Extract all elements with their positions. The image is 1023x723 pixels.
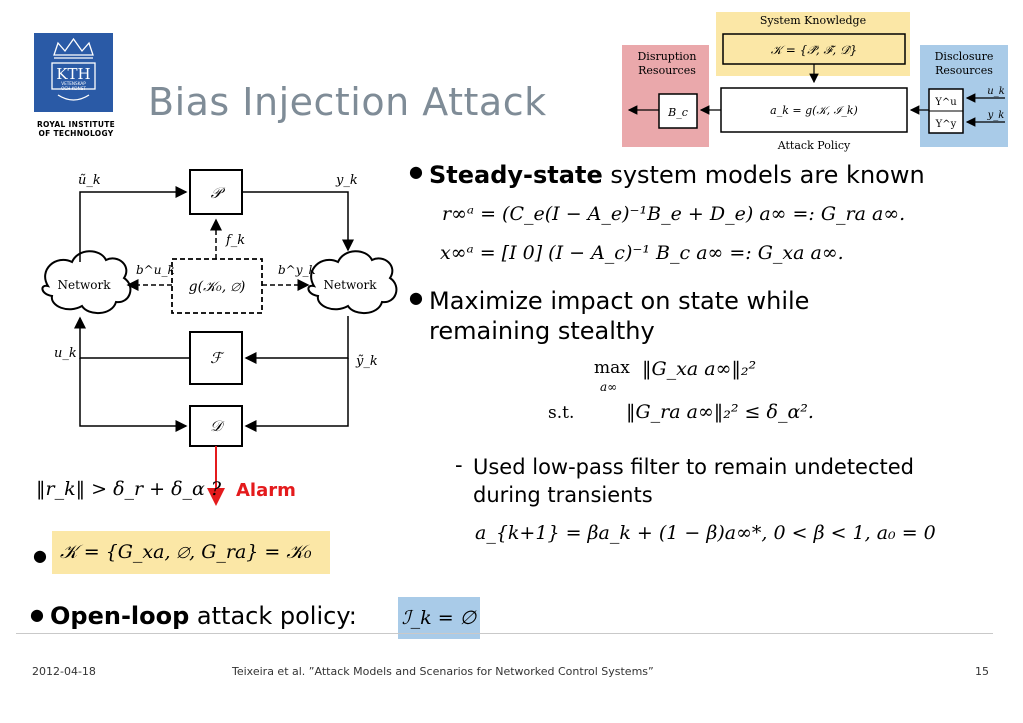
upsilon-y: Υ^y bbox=[935, 119, 957, 130]
sub-bullet-text: Used low-pass filter to remain undetecte… bbox=[473, 453, 914, 509]
y-tilde-label: ỹ_k bbox=[355, 354, 378, 369]
attack-policy-box bbox=[720, 87, 908, 133]
b-u-label: b^u_k bbox=[136, 263, 175, 277]
knowledge-set-highlight: 𝒦 = {G_xa, ∅, G_ra} = 𝒦₀ bbox=[52, 531, 330, 574]
logo-caption: ROYAL INSTITUTE OF TECHNOLOGY bbox=[26, 120, 126, 138]
bullet-maximize: ● bbox=[409, 288, 423, 307]
opt-objective: ‖G_xa a∞‖₂² bbox=[642, 358, 757, 380]
sub-line1: Used low-pass filter to remain undetecte… bbox=[473, 455, 914, 479]
maximize-line2: remaining stealthy bbox=[429, 317, 655, 345]
attack-policy-label: Attack Policy bbox=[777, 139, 851, 152]
svg-text:OCH KONST: OCH KONST bbox=[61, 86, 86, 91]
system-knowledge-region bbox=[716, 12, 910, 76]
maximize-line1: Maximize impact on state while bbox=[429, 287, 810, 315]
disruption-block bbox=[658, 93, 698, 129]
attack-block bbox=[171, 258, 263, 314]
equation-x-inf: x∞ᵃ = [I 0] (I − A_c)⁻¹ B_c a∞ =: G_xa a… bbox=[440, 242, 844, 264]
svg-text:KTH: KTH bbox=[56, 65, 90, 83]
slide-title: Bias Injection Attack bbox=[148, 80, 547, 124]
svg-text:VETENSKAP: VETENSKAP bbox=[61, 81, 86, 86]
opt-var: a∞ bbox=[600, 380, 618, 394]
footer-page-number: 15 bbox=[975, 665, 989, 678]
open-loop-bold: Open-loop bbox=[50, 602, 190, 630]
bullet-dot: ● bbox=[33, 546, 47, 565]
disruption-label-1: Disruption bbox=[637, 50, 696, 63]
disclosure-label-2: Resources bbox=[935, 64, 993, 77]
open-loop-rest: attack policy: bbox=[189, 602, 357, 630]
footer-citation: Teixeira et al. ”Attack Models and Scena… bbox=[232, 665, 654, 678]
bullet-open-loop-text: Open-loop attack policy: bbox=[50, 601, 357, 631]
y-k-label: y_k bbox=[335, 173, 358, 188]
logo-caption-line2: OF TECHNOLOGY bbox=[38, 129, 114, 138]
sub-line2: during transients bbox=[473, 483, 653, 507]
network-left-cloud bbox=[41, 250, 132, 314]
steady-state-bold: Steady-state bbox=[429, 161, 603, 189]
plant-block bbox=[189, 169, 243, 215]
bullet-knowledge-set: ● bbox=[33, 546, 47, 565]
bullet-maximize-text: Maximize impact on state while remaining… bbox=[429, 286, 809, 346]
bullet-dot: ● bbox=[409, 288, 423, 307]
detector-label: 𝒟 bbox=[210, 417, 225, 435]
b-y-label: b^y_k bbox=[278, 263, 316, 277]
bullet-steady-state: ● bbox=[409, 162, 423, 181]
network-left-label: Network bbox=[58, 278, 112, 292]
attack-model-diagram: System Knowledge 𝒦 = {𝒫̂, ℱ̂, 𝒟̂} a_k = … bbox=[622, 12, 1008, 152]
alarm-label: Alarm bbox=[236, 480, 296, 501]
footer-date: 2012-04-18 bbox=[32, 665, 96, 678]
closed-loop-diagram: 𝒫 ℱ 𝒟 g(𝒦₀, ∅) Network Network ũ_k y_k f… bbox=[41, 169, 398, 506]
kth-logo: KTH VETENSKAP OCH KONST bbox=[34, 33, 113, 112]
policy-equation: a_k = g(𝒦, ℐ_k) bbox=[770, 104, 858, 117]
network-right-label: Network bbox=[324, 278, 378, 292]
u-tilde-label: ũ_k bbox=[78, 173, 101, 188]
network-right-cloud bbox=[307, 250, 398, 314]
f-k-label: f_k bbox=[225, 233, 245, 248]
knowledge-set: 𝒦 = {𝒫̂, ℱ̂, 𝒟̂} bbox=[771, 43, 857, 57]
input-y: y_k bbox=[987, 110, 1005, 121]
logo-caption-line1: ROYAL INSTITUTE bbox=[36, 120, 116, 129]
crown-icon: KTH VETENSKAP OCH KONST bbox=[51, 37, 96, 101]
bullet-steady-state-text: Steady-state system models are known bbox=[429, 160, 925, 190]
opt-max: max bbox=[594, 358, 630, 378]
filter-block bbox=[189, 331, 243, 385]
bullet-open-loop: ● bbox=[30, 605, 44, 624]
disclosure-label-1: Disclosure bbox=[935, 50, 994, 63]
attack-label: g(𝒦₀, ∅) bbox=[189, 279, 246, 295]
info-set-highlight: ℐ_k = ∅ bbox=[398, 597, 480, 639]
disruption-block-label: B_c bbox=[667, 106, 688, 119]
footer-divider bbox=[16, 633, 993, 634]
alarm-condition: ‖r_k‖ > δ_r + δ_α ? bbox=[36, 478, 222, 500]
input-u: u_k bbox=[987, 86, 1005, 97]
system-knowledge-label: System Knowledge bbox=[760, 14, 866, 27]
upsilon-u: Υ^u bbox=[934, 97, 957, 108]
sub-bullet-dash: - bbox=[455, 453, 463, 477]
u-k-label: u_k bbox=[54, 346, 77, 361]
bullet-dot: ● bbox=[30, 605, 44, 624]
disruption-label-2: Resources bbox=[638, 64, 696, 77]
steady-state-rest: system models are known bbox=[602, 161, 925, 189]
opt-st: s.t. bbox=[548, 403, 575, 423]
filter-equation: a_{k+1} = βa_k + (1 − β)a∞*, 0 < β < 1, … bbox=[475, 522, 936, 544]
equation-r-inf: r∞ᵃ = (C_e(I − A_e)⁻¹B_e + D_e) a∞ =: G_… bbox=[442, 203, 906, 225]
detector-block bbox=[189, 405, 243, 447]
bullet-dot: ● bbox=[409, 162, 423, 181]
opt-constraint: ‖G_ra a∞‖₂² ≤ δ_α². bbox=[626, 401, 814, 423]
filter-label: ℱ bbox=[210, 349, 225, 367]
